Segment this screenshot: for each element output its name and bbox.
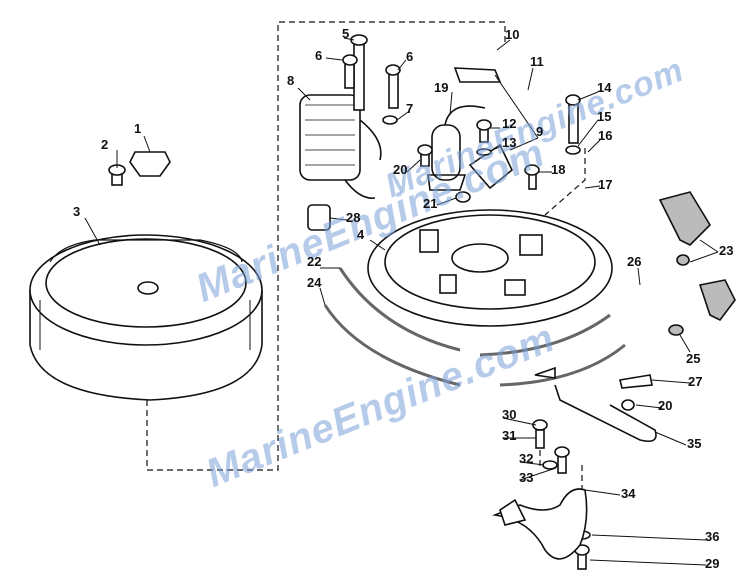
- callout-26: 26: [627, 254, 642, 269]
- callout-19: 19: [434, 80, 449, 95]
- ignition-coil: [299, 94, 382, 199]
- callout-13: 13: [502, 135, 517, 150]
- callout-22: 22: [307, 254, 322, 269]
- callout-9: 9: [536, 124, 544, 139]
- leader-lines: [84, 37, 719, 566]
- seal-strips: [323, 267, 626, 387]
- callout-15: 15: [597, 109, 612, 124]
- flywheel: [29, 234, 263, 401]
- callout-5: 5: [342, 26, 350, 41]
- callout-28: 28: [346, 210, 361, 225]
- callout-34: 34: [621, 486, 636, 501]
- condenser: [427, 105, 486, 191]
- callout-14: 14: [597, 80, 612, 95]
- ground-wire: [534, 366, 657, 443]
- callout-4: 4: [357, 227, 365, 242]
- callout-31: 31: [502, 428, 517, 443]
- callout-20: 20: [658, 398, 673, 413]
- callout-24: 24: [307, 275, 322, 290]
- callout-36: 36: [705, 529, 720, 544]
- callout-18: 18: [551, 162, 566, 177]
- callout-20: 20: [393, 162, 408, 177]
- callout-1: 1: [134, 121, 142, 136]
- callout-6: 6: [315, 48, 323, 63]
- callout-7: 7: [406, 101, 414, 116]
- callout-33: 33: [519, 470, 534, 485]
- callout-2: 2: [101, 137, 109, 152]
- callout-12: 12: [502, 116, 517, 131]
- callout-35: 35: [687, 436, 702, 451]
- callout-29: 29: [705, 556, 720, 571]
- callout-10: 10: [505, 27, 520, 42]
- stator-plate: [367, 209, 613, 327]
- callout-3: 3: [73, 204, 81, 219]
- callout-25: 25: [686, 351, 701, 366]
- callout-6: 6: [406, 49, 414, 64]
- callout-32: 32: [519, 451, 534, 466]
- retainer-bracket: [491, 488, 588, 560]
- callout-30: 30: [502, 407, 517, 422]
- callout-21: 21: [423, 196, 438, 211]
- screws: [108, 34, 635, 570]
- callout-27: 27: [688, 374, 703, 389]
- callout-16: 16: [598, 128, 613, 143]
- callout-8: 8: [287, 73, 295, 88]
- callout-11: 11: [530, 54, 544, 69]
- callout-23: 23: [719, 243, 734, 258]
- spark-plug-boots: [658, 191, 736, 336]
- callout-17: 17: [598, 177, 613, 192]
